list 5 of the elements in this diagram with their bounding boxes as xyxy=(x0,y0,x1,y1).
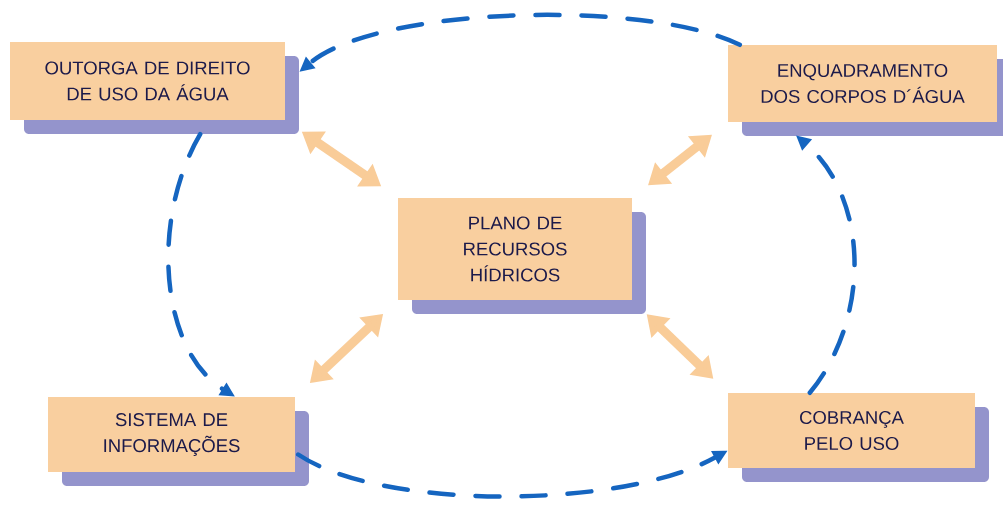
text-box: SISTEMA DE INFORMAÇÕES xyxy=(48,397,309,486)
text-box: COBRANÇA PELO USO xyxy=(728,393,989,482)
text-box: OUTORGA DE DIREITO DE USO DA ÁGUA xyxy=(10,42,299,134)
text-box: PLANO DE RECURSOS HÍDRICOS xyxy=(398,198,646,314)
text-box: ENQUADRAMENTO DOS CORPOS D´ÁGUA xyxy=(728,45,1003,136)
